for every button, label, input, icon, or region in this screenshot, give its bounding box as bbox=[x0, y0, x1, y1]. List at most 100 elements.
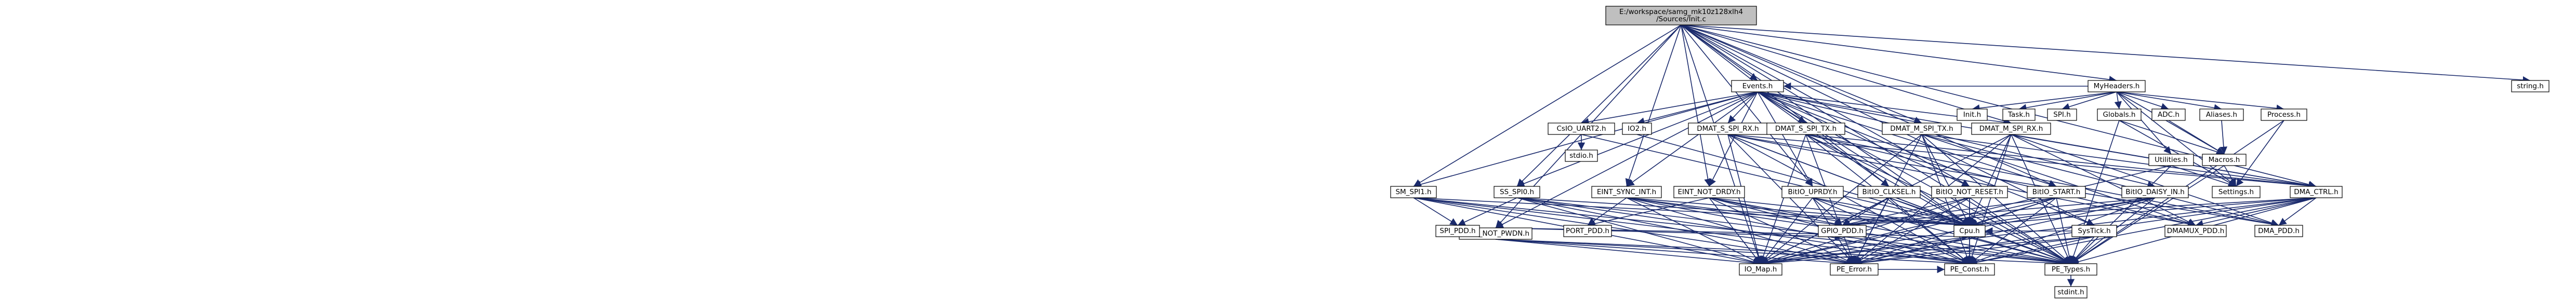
node-box bbox=[2097, 108, 2142, 121]
node-SM_SPI1[interactable]: SM_SPI1.h bbox=[1390, 186, 1437, 198]
node-box bbox=[1882, 123, 1962, 135]
edge-Cpu-to-PE_Types bbox=[1969, 236, 2071, 266]
edge-ADC-to-Macros bbox=[2168, 120, 2225, 155]
node-box bbox=[2202, 154, 2247, 166]
edge-Events-to-SysTick bbox=[1757, 91, 2095, 226]
node-Process[interactable]: Process.h bbox=[2261, 108, 2307, 121]
node-box bbox=[2044, 263, 2097, 276]
node-root: E:/workspace/samg_mk10z128xlh4/Sources/I… bbox=[1605, 6, 1757, 25]
node-PE_Types[interactable]: PE_Types.h bbox=[2044, 263, 2097, 276]
node-DMAT_S_SPI_RX[interactable]: DMAT_S_SPI_RX.h bbox=[1688, 123, 1768, 135]
node-IO_Map[interactable]: IO_Map.h bbox=[1739, 263, 1782, 276]
edge-Utilities-to-PE_Types bbox=[2070, 165, 2172, 264]
node-Globals[interactable]: Globals.h bbox=[2097, 108, 2142, 121]
node-label: DMAT_S_SPI_RX.h bbox=[1697, 125, 1759, 133]
edge-Macros-to-Settings bbox=[2224, 165, 2237, 187]
node-BitIO_CLKSEL[interactable]: BitIO_CLKSEL.h bbox=[1857, 186, 1921, 198]
node-DMAMUX_PDD[interactable]: DMAMUX_PDD.h bbox=[2164, 225, 2227, 237]
node-Cpu[interactable]: Cpu.h bbox=[1953, 225, 1986, 237]
node-box bbox=[1766, 123, 1845, 135]
node-DMA_PDD[interactable]: DMA_PDD.h bbox=[2254, 225, 2303, 237]
node-label: Init.h bbox=[1963, 111, 1981, 119]
edge-DMAT_M_SPI_RX-to-PE_Types bbox=[2011, 134, 2071, 264]
node-SPI_PDD[interactable]: SPI_PDD.h bbox=[1435, 225, 1480, 237]
node-Task[interactable]: Task.h bbox=[2002, 108, 2036, 121]
edge-root-to-BitIO_NOT_RESET bbox=[1681, 24, 1970, 187]
node-EINT_SYNC_INT[interactable]: EINT_SYNC_INT.h bbox=[1591, 186, 1662, 198]
node-box bbox=[1931, 186, 2008, 198]
node-DMAT_S_SPI_TX[interactable]: DMAT_S_SPI_TX.h bbox=[1766, 123, 1845, 135]
node-ADC[interactable]: ADC.h bbox=[2151, 108, 2186, 121]
edge-DMAT_S_SPI_RX-to-PE_Types bbox=[1727, 134, 2071, 265]
edge-EINT_SYNC_INT-to-IO_Map bbox=[1626, 197, 1761, 264]
edge-BitIO_DAISY_IN-to-GPIO_PDD bbox=[1842, 197, 2156, 228]
node-IO2[interactable]: IO2.h bbox=[1622, 123, 1652, 135]
node-EINT_NOT_DRDY[interactable]: EINT_NOT_DRDY.h bbox=[1673, 186, 1745, 198]
edge-DMAT_M_SPI_TX-to-PE_Const bbox=[1921, 134, 1971, 264]
node-MyHeaders[interactable]: MyHeaders.h bbox=[2088, 80, 2146, 92]
node-SS_SPI0[interactable]: SS_SPI0.h bbox=[1494, 186, 1540, 198]
node-GPIO_PDD[interactable]: GPIO_PDD.h bbox=[1818, 225, 1867, 237]
node-PE_Error[interactable]: PE_Error.h bbox=[1830, 263, 1879, 276]
edge-root-to-BitIO_UPRDY bbox=[1681, 24, 1813, 187]
edge-Cpu-to-IO_Map bbox=[1760, 236, 1970, 267]
node-label: Events.h bbox=[1742, 82, 1773, 90]
node-CsIO_UART2[interactable]: CsIO_UART2.h bbox=[1548, 123, 1615, 135]
edge-BitIO_START-to-IO_Map bbox=[1760, 197, 2057, 266]
edge-DMAT_M_SPI_TX-to-DMAMUX_PDD bbox=[1921, 134, 2196, 227]
edge-root-to-EINT_SYNC_INT bbox=[1625, 24, 1682, 187]
node-Events[interactable]: Events.h bbox=[1731, 80, 1784, 92]
node-box bbox=[1494, 186, 1540, 198]
node-label: Aliases.h bbox=[2206, 111, 2237, 119]
edge-EINT_NOT_DRDY-to-PORT_PDD bbox=[1587, 197, 1710, 227]
node-label: DMAMUX_PDD.h bbox=[2167, 227, 2225, 235]
node-box bbox=[2290, 186, 2343, 198]
edge-root-to-string bbox=[1681, 24, 2531, 84]
node-Utilities[interactable]: Utilities.h bbox=[2148, 154, 2194, 166]
node-SPIh[interactable]: SPI.h bbox=[2047, 108, 2077, 121]
node-label: BitIO_CLKSEL.h bbox=[1862, 188, 1916, 196]
edge-SS_SPI0-to-PE_Error bbox=[1516, 197, 1855, 266]
edge-root-to-DMAT_M_SPI_RX bbox=[1681, 24, 2012, 125]
node-DMAT_M_SPI_TX[interactable]: DMAT_M_SPI_TX.h bbox=[1882, 123, 1962, 135]
node-box bbox=[1944, 263, 1995, 276]
edge-BitIO_START-to-GPIO_PDD bbox=[1842, 197, 2057, 228]
node-BitIO_START[interactable]: BitIO_START.h bbox=[2027, 186, 2086, 198]
node-PE_Const[interactable]: PE_Const.h bbox=[1944, 263, 1995, 276]
node-box bbox=[1953, 225, 1986, 237]
node-stdint[interactable]: stdint.h bbox=[2054, 286, 2088, 298]
node-BitIO_UPRDY[interactable]: BitIO_UPRDY.h bbox=[1781, 186, 1844, 198]
node-Macros[interactable]: Macros.h bbox=[2202, 154, 2247, 166]
edge-EINT_SYNC_INT-to-GPIO_PDD bbox=[1626, 197, 1843, 228]
node-SysTick[interactable]: SysTick.h bbox=[2071, 225, 2117, 237]
node-DMAT_M_SPI_RX[interactable]: DMAT_M_SPI_RX.h bbox=[1971, 123, 2051, 135]
node-box bbox=[2027, 186, 2086, 198]
node-label: BitIO_START.h bbox=[2032, 188, 2081, 196]
node-Aliases[interactable]: Aliases.h bbox=[2199, 108, 2244, 121]
node-stdio[interactable]: stdio.h bbox=[1565, 150, 1598, 162]
node-Settings[interactable]: Settings.h bbox=[2212, 186, 2261, 198]
node-label: PE_Types.h bbox=[2052, 265, 2090, 274]
node-string[interactable]: string.h bbox=[2511, 80, 2549, 92]
node-BitIO_NOT_RESET[interactable]: BitIO_NOT_RESET.h bbox=[1931, 186, 2008, 198]
node-BitIO_DAISY_IN[interactable]: BitIO_DAISY_IN.h bbox=[2121, 186, 2189, 198]
node-label: BitIO_UPRDY.h bbox=[1788, 188, 1837, 196]
edge-BitIO_UPRDY-to-IO_Map bbox=[1760, 197, 1813, 264]
node-Init[interactable]: Init.h bbox=[1957, 108, 1988, 121]
node-label: IO2.h bbox=[1628, 125, 1646, 133]
edge-BitIO_DAISY_IN-to-Cpu bbox=[1969, 197, 2156, 228]
edge-DMAT_M_SPI_RX-to-PE_Error bbox=[1854, 134, 2012, 264]
node-label: E:/workspace/samg_mk10z128xlh4 bbox=[1619, 8, 1743, 16]
edge-EINT_NOT_DRDY-to-Cpu bbox=[1709, 197, 1970, 228]
node-label: EINT_SYNC_INT.h bbox=[1597, 188, 1656, 196]
edge-MyHeaders-to-Globals bbox=[2114, 91, 2122, 110]
edge-BitIO_CLKSEL-to-PE_Const bbox=[1888, 197, 1970, 264]
edge-SysTick-to-PE_Types bbox=[2070, 236, 2095, 264]
node-DMA_CTRL[interactable]: DMA_CTRL.h bbox=[2290, 186, 2343, 198]
edge-root-to-BitIO_CLKSEL bbox=[1681, 24, 1890, 187]
node-box bbox=[2212, 186, 2261, 198]
node-PORT_PDD[interactable]: PORT_PDD.h bbox=[1563, 225, 1612, 237]
edge-DMAT_M_SPI_RX-to-PE_Const bbox=[1968, 134, 2012, 264]
node-label: DMAT_M_SPI_RX.h bbox=[1979, 125, 2043, 133]
edge-DMA_CTRL-to-DMAMUX_PDD bbox=[2195, 197, 2317, 227]
